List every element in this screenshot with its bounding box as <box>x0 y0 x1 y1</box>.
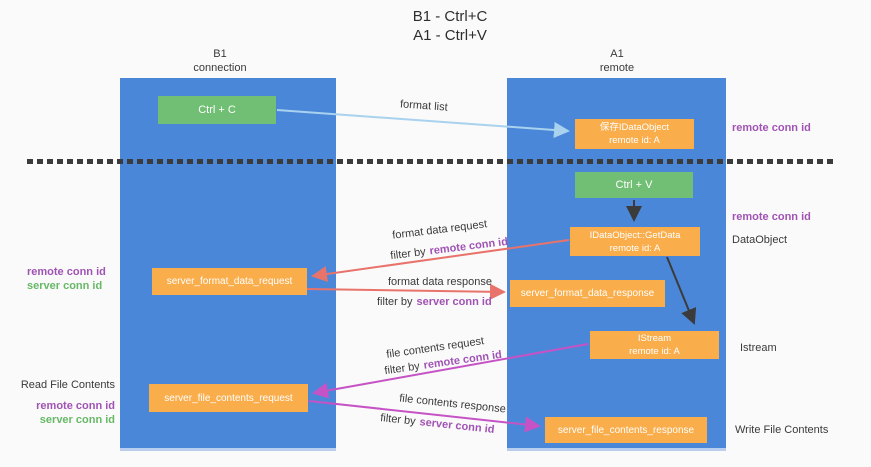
ctrl-c-label: Ctrl + C <box>198 104 236 116</box>
lane-b1-subtitle: connection <box>193 62 247 74</box>
lane-b1-name: B1 <box>213 48 227 60</box>
dashed-separator-line <box>27 159 833 164</box>
node-server-file-contents-request: server_file_contents_request <box>149 384 308 412</box>
server-conn-id-text: server conn id <box>418 416 495 436</box>
node-server-format-data-response: server_format_data_response <box>510 280 665 307</box>
istream-line1: IStream <box>637 333 672 344</box>
lane-a1-subtitle: remote <box>599 62 635 74</box>
node-save-idataobject: 保存IDataObject remote id: A <box>575 119 694 149</box>
read-file-contents-label: Read File Contents <box>20 379 115 391</box>
title-line-1: B1 - Ctrl+C <box>412 8 488 25</box>
write-file-contents-label: Write File Contents <box>735 424 829 436</box>
server-file-contents-request-label: server_file_contents_request <box>164 392 293 404</box>
file-contents-response-label: file contents response <box>398 392 507 416</box>
format-data-response-filter-label: filter by server conn id <box>377 296 492 308</box>
getdata-line1: IDataObject::GetData <box>589 229 681 241</box>
server-format-data-response-label: server_format_data_response <box>520 288 655 299</box>
ctrl-v-label: Ctrl + V <box>615 179 653 191</box>
filter-by-text: filter by <box>389 245 427 263</box>
server-format-data-request-label: server_format_data_request <box>166 276 293 287</box>
server-file-contents-response-label: server_file_contents_response <box>557 424 695 436</box>
lane-a1-name: A1 <box>610 48 624 60</box>
filter-by-text: filter by <box>383 360 421 378</box>
save-idataobject-line1: 保存IDataObject <box>599 122 670 133</box>
filter-by-text: filter by <box>379 412 417 428</box>
node-idataobject-getdata: IDataObject::GetData remote id: A <box>570 227 700 256</box>
filter-by-text: filter by <box>377 296 413 308</box>
format-data-response-label: format data response <box>388 276 492 288</box>
dataobject-label: DataObject <box>732 234 788 246</box>
title-line-2: A1 - Ctrl+V <box>413 27 487 44</box>
format-data-request-label: format data request <box>391 218 488 242</box>
node-istream: IStream remote id: A <box>590 331 719 359</box>
node-ctrl-c: Ctrl + C <box>158 96 276 124</box>
left-server-conn-id-top: server conn id <box>27 280 103 292</box>
left-remote-conn-id-top: remote conn id <box>27 266 106 278</box>
server-conn-id-text: server conn id <box>416 296 492 308</box>
node-server-format-data-request: server_format_data_request <box>152 268 307 295</box>
file-contents-response-filter-label: filter by server conn id <box>380 412 495 436</box>
node-ctrl-v: Ctrl + V <box>575 172 693 198</box>
remote-conn-id-text: remote conn id <box>428 235 509 258</box>
right-remote-conn-id-mid: remote conn id <box>732 211 811 223</box>
getdata-line2: remote id: A <box>609 242 661 254</box>
left-remote-conn-id-bottom: remote conn id <box>36 400 115 412</box>
format-data-response-arrow <box>306 283 506 300</box>
format-list-label: format list <box>399 98 449 114</box>
left-server-conn-id-bottom: server conn id <box>39 414 115 426</box>
lane-header-b1: B1 connection <box>112 47 328 75</box>
istream-line2: remote id: A <box>629 346 680 357</box>
save-idataobject-line2: remote id: A <box>609 135 660 146</box>
istream-side-label: Istream <box>740 342 777 354</box>
diagram-title: B1 - Ctrl+C A1 - Ctrl+V <box>310 7 590 45</box>
node-server-file-contents-response: server_file_contents_response <box>545 417 707 443</box>
right-remote-conn-id-top: remote conn id <box>732 122 811 134</box>
lane-header-a1: A1 remote <box>509 47 725 75</box>
